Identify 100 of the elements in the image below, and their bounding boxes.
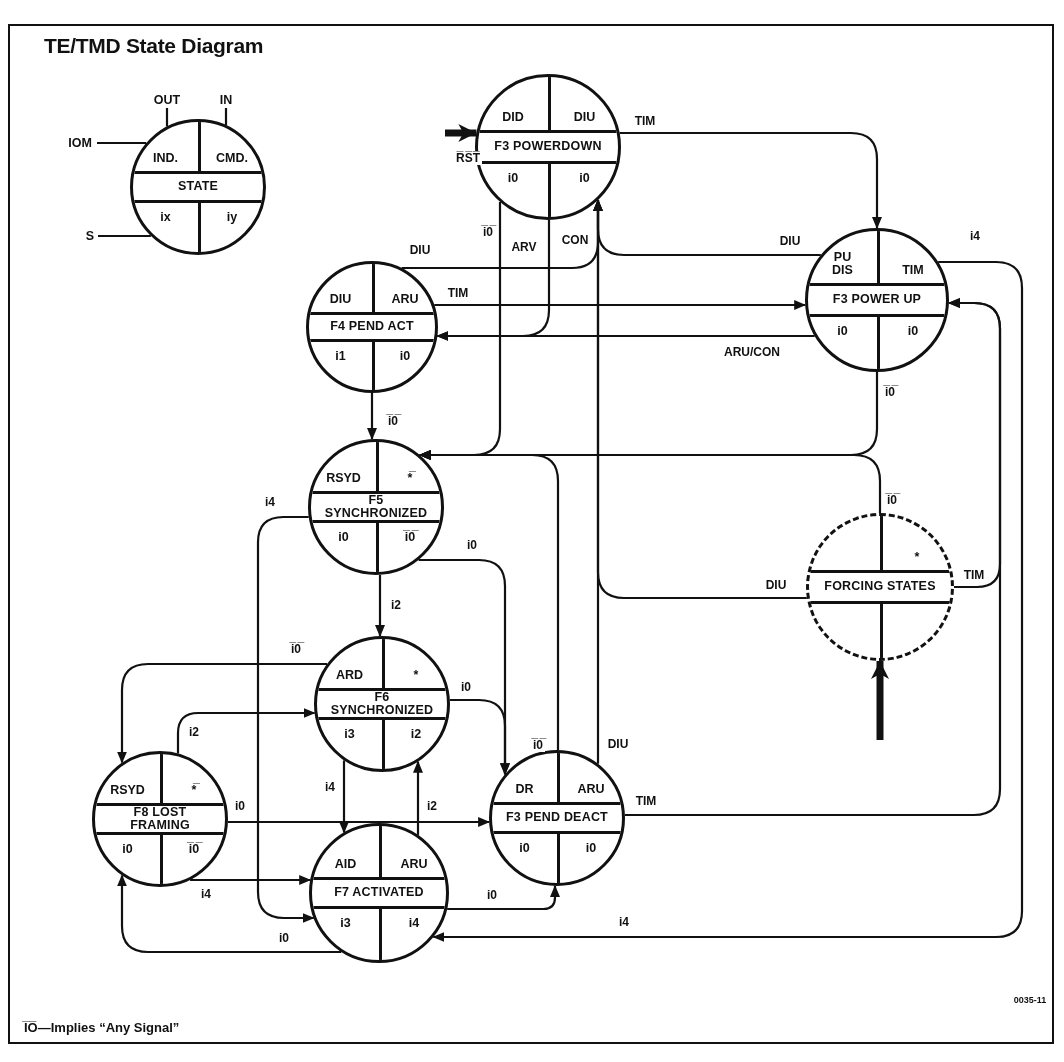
input-signal: i0 [507,171,519,185]
pin-label: OUT [153,93,181,107]
state-circle [308,439,444,575]
input-signal: i3 [344,727,355,741]
state-circle [489,750,625,886]
state-circle [92,751,228,887]
transition-arrow [418,450,560,750]
edge-label: DIU [605,737,631,751]
output-signal: ARD [335,669,364,683]
edge-label: i0 [485,888,499,902]
transition-arrow [256,515,315,923]
state-circle [309,823,449,963]
input-signal: iy [226,210,238,224]
edge-label: i2 [187,725,201,739]
transition-arrow [413,760,423,835]
state-circle [805,228,949,372]
transition-arrow [117,662,327,764]
output-signal: ARU [391,292,419,306]
output-signal: RSYD [326,472,361,486]
edge-label: i0 [459,680,473,694]
edge-label: DIU [407,243,433,257]
edge-label: i̅0̅ [289,642,303,656]
output-signal: TIM [902,264,924,278]
pin-label: IOM [68,136,92,150]
transition-arrow [117,874,342,954]
forcing-state-circle [806,513,954,661]
caption-note: I̅O̅—Implies “Any Signal” [24,1020,180,1035]
edge-label: TIM [961,568,987,582]
state-circle [306,261,438,393]
edge-label: i0 [465,538,479,552]
state-name: F7 ACTIVATED [334,886,424,900]
transition-arrow [436,331,815,341]
edge-label: ARV [509,240,539,254]
edge-label: TIM [632,114,658,128]
edge-label: i4 [199,887,213,901]
figure-number: 0035-11 [1011,994,1049,1006]
edge-label: i̅0̅ [386,414,400,428]
output-signal: DR [515,783,534,797]
diagram-title: TE/TMD State Diagram [44,34,264,58]
output-signal: DIU [573,111,596,125]
transition-arrow [227,817,491,827]
state-name: STATE [177,180,219,194]
edge-label: TIM [633,794,659,808]
transition-arrow [449,698,510,776]
transition-arrow [367,393,377,441]
input-signal: i4 [408,917,420,931]
input-signal: ix [160,210,171,224]
transition-arrow [619,131,882,229]
output-signal: PU DIS [832,251,853,278]
state-circle [130,119,266,255]
output-signal: RSYD [110,784,145,798]
transition-arrow [434,300,807,310]
edge-label: i0 [277,931,291,945]
state-circle [314,636,450,772]
input-signal: i0 [579,171,590,185]
signal-label: CON [559,233,591,247]
connector-line [224,108,228,126]
state-name: FORCING STATES [824,580,936,594]
transition-arrow [432,260,1024,942]
input-signal: i0 [585,841,597,855]
state-name: F6 SYNCHRONIZED [330,690,434,718]
input-signal: i0 [122,842,133,856]
connector-line [97,141,147,145]
edge-label: i̅0̅ [531,738,545,752]
state-name: F4 PEND ACT [330,320,414,334]
input-signal: i3 [340,917,351,931]
output-signal: ARU [577,783,605,797]
output-signal: AID [334,857,357,871]
edge-label: TIM [445,286,471,300]
output-signal: * [413,669,419,683]
connector-line [165,108,169,127]
input-signal: i0 [399,350,411,364]
state-name: F3 POWERDOWN [494,140,602,154]
output-signal: IND. [153,152,178,166]
transition-arrow [190,875,312,885]
signal-label: i4 [968,229,982,243]
edge-label: R̅S̅T̅ [454,151,482,165]
transition-arrow [447,884,560,911]
transition-arrow [947,298,1002,589]
edge-label: i̅0̅ [883,385,897,399]
pin-label: IN [219,93,233,107]
transition-arrow [375,574,385,638]
input-signal: i0 [837,324,848,338]
input-signal: i0 [907,324,919,338]
output-signal: DIU [329,292,352,306]
output-signal: ARU [400,857,428,871]
edge-label: i4 [323,780,337,794]
transition-arrow [176,708,316,754]
edge-label: i0 [233,799,247,813]
edge-label: i2 [389,598,403,612]
edge-label: ARU/CON [722,345,782,359]
transition-arrow [339,760,349,834]
transition-arrow [593,199,807,600]
edge-label: i̅0̅ [885,493,899,507]
edge-label: i̅0̅ [481,225,495,239]
edge-label: DIU [763,578,789,592]
output-signal: CMD. [216,152,248,166]
output-signal: DID [502,111,524,125]
state-name: F3 POWER UP [832,293,922,307]
state-name: F5 SYNCHRONIZED [324,493,428,521]
